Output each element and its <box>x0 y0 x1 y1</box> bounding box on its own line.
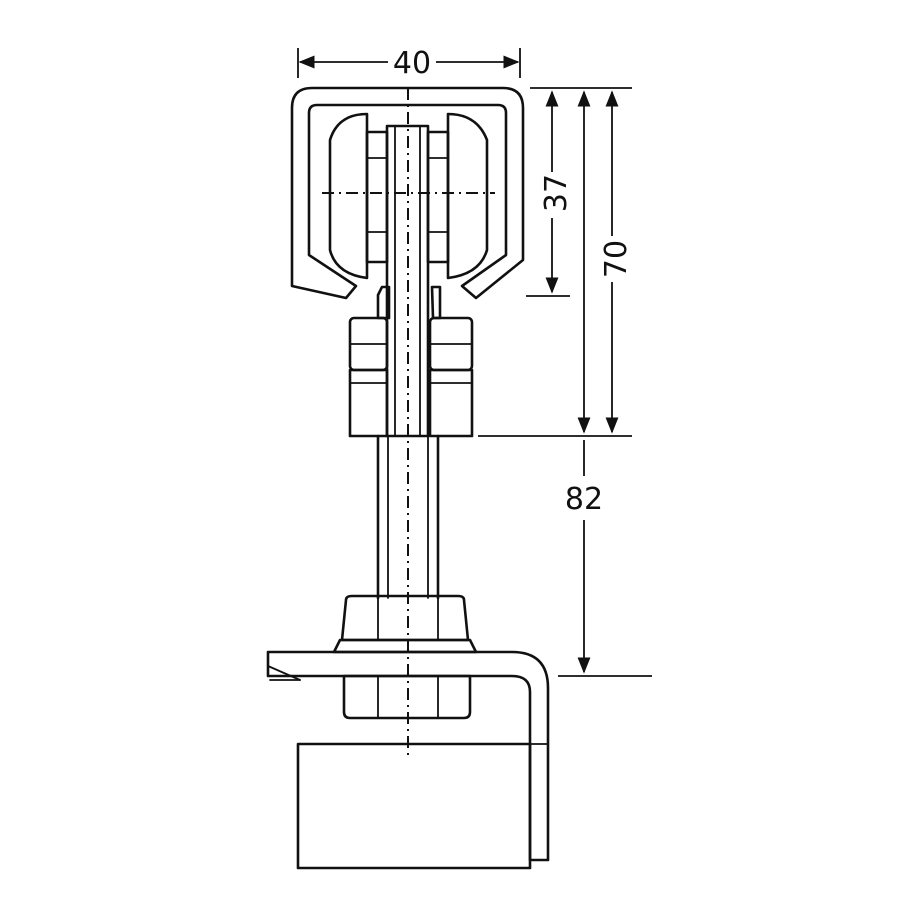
dimension-hanger-length-label: 82 <box>565 482 603 517</box>
mounting-bracket <box>266 650 550 862</box>
dimension-width: 40 <box>297 46 521 81</box>
bottom-nut <box>342 674 472 720</box>
rail-profile <box>290 86 525 300</box>
extension-lines <box>478 87 652 677</box>
dimension-overall-height-label: 70 <box>599 240 634 278</box>
lower-nut <box>332 594 478 654</box>
left-wheel <box>328 112 389 280</box>
dimension-rail-height: 37 <box>539 90 574 294</box>
door-panel <box>296 742 549 870</box>
right-wheel <box>426 112 489 280</box>
dimension-rail-height-label: 37 <box>539 174 574 212</box>
threaded-rod <box>376 88 440 760</box>
dimension-width-label: 40 <box>393 46 431 81</box>
dimension-hanger-length: 82 <box>565 440 603 674</box>
dimension-overall-height: 70 <box>577 90 634 434</box>
upper-nuts <box>348 285 474 438</box>
